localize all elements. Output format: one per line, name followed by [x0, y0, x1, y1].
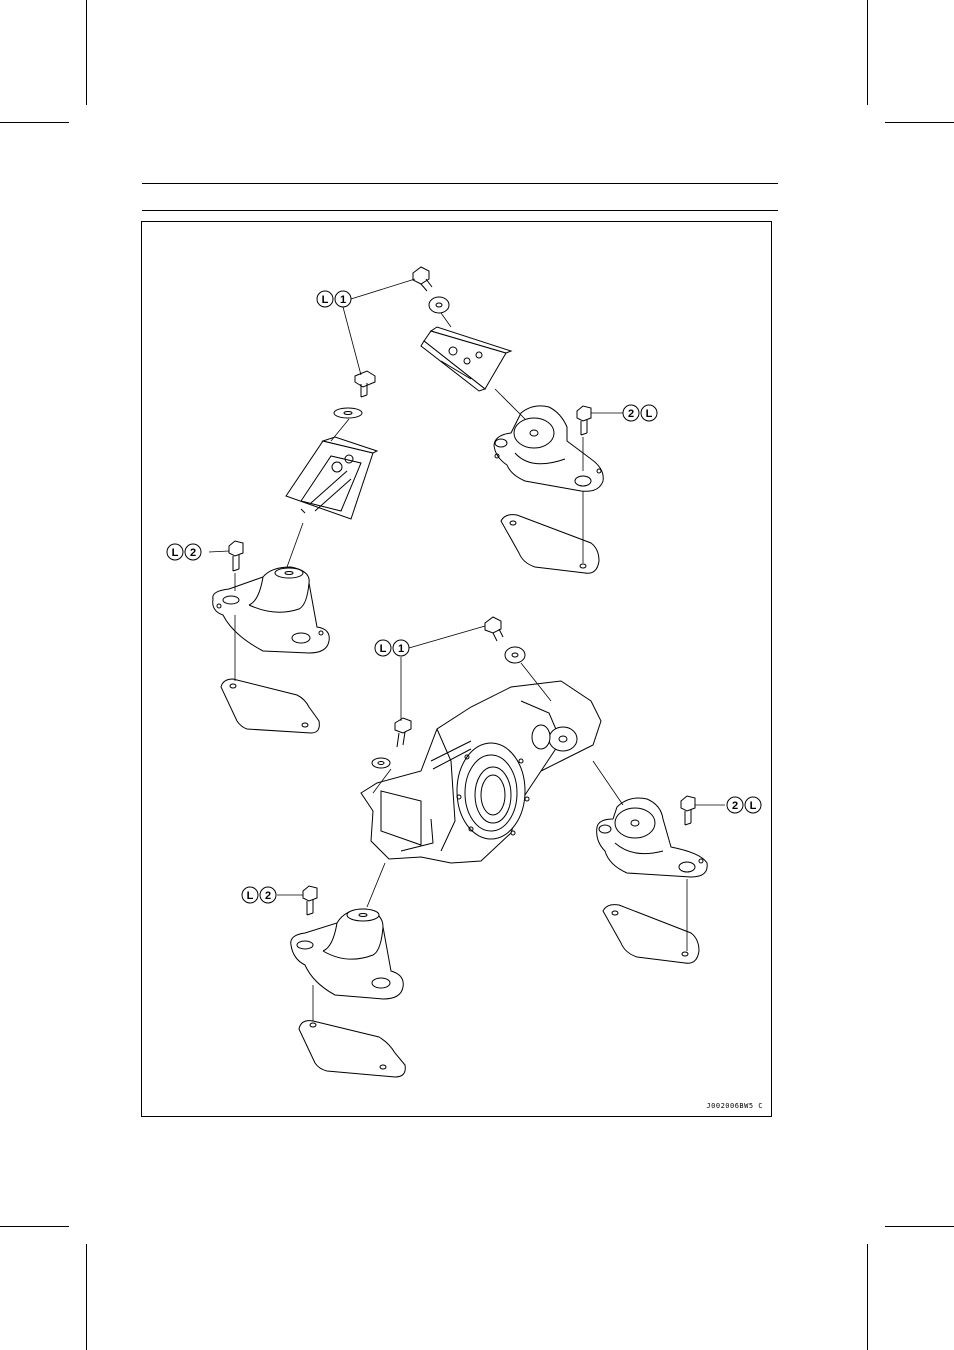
callout-c6: L 2 [242, 887, 276, 903]
gasket-plate-lower-right [603, 905, 699, 964]
callout-c1: L 1 [317, 291, 351, 307]
crop-mark-top-right-vertical [867, 0, 868, 105]
callout-c3-a: L [172, 547, 179, 559]
crop-mark-top-left-vertical [86, 0, 87, 105]
figure-code: J002006BW5 C [706, 1102, 763, 1110]
callout-c2: 2 L [623, 405, 657, 421]
callout-c6-b: 2 [265, 890, 271, 902]
callout-c5: 2 L [727, 797, 761, 813]
crop-mark-bottom-right-horizontal [885, 1226, 954, 1227]
callout-c3-b: 2 [190, 547, 196, 559]
bracket-upper-left [286, 437, 377, 519]
crop-mark-bottom-right-vertical [867, 1244, 868, 1350]
gasket-plate-lower-left [299, 1021, 405, 1077]
washer-top-lower [505, 647, 525, 663]
callout-c4-a: L [380, 643, 387, 655]
bolt-top-right [413, 267, 432, 291]
washer-top-right [429, 297, 449, 313]
gasket-plate-upper-left [221, 679, 319, 733]
bolt-upper-left [355, 371, 375, 397]
bolt-right-upper-right [577, 406, 591, 435]
rubber-mount-upper-left [213, 567, 330, 653]
callout-c5-b: L [750, 800, 757, 812]
washer-left-lower [372, 758, 390, 768]
callout-c2-b: L [646, 408, 653, 420]
differential-housing [361, 681, 601, 863]
callout-c1-b: 1 [340, 294, 346, 306]
callout-c5-a: 2 [732, 800, 738, 812]
callout-c1-a: L [322, 294, 329, 306]
callout-c2-a: 2 [628, 408, 634, 420]
crop-mark-bottom-left-vertical [86, 1244, 87, 1350]
figure-frame: L 1 2 L L 2 L 1 2 L [141, 221, 772, 1117]
crop-mark-top-right-horizontal [885, 122, 954, 123]
crop-mark-top-left-horizontal [0, 122, 69, 123]
bolt-lower-upper-left [229, 541, 243, 571]
rubber-mount-lower-left [291, 909, 403, 999]
exploded-mount-diagram: L 1 2 L L 2 L 1 2 L [142, 222, 773, 1118]
crop-mark-bottom-left-horizontal [0, 1226, 69, 1227]
callout-c4-b: 1 [398, 643, 404, 655]
washer-upper-left [334, 408, 362, 418]
bolt-top-lower [485, 617, 503, 641]
callout-c6-a: L [247, 890, 254, 902]
bolt-right-lower [681, 796, 695, 825]
header-rule-bottom [142, 210, 778, 211]
bolt-left-lower [395, 718, 411, 747]
callout-c4: L 1 [375, 640, 409, 656]
bolt-lower-lower-left [303, 886, 317, 915]
gasket-plate-upper-right [501, 515, 599, 574]
bracket-upper-right [421, 327, 511, 391]
header-rule-top [142, 183, 778, 184]
callout-c3: L 2 [167, 544, 201, 560]
